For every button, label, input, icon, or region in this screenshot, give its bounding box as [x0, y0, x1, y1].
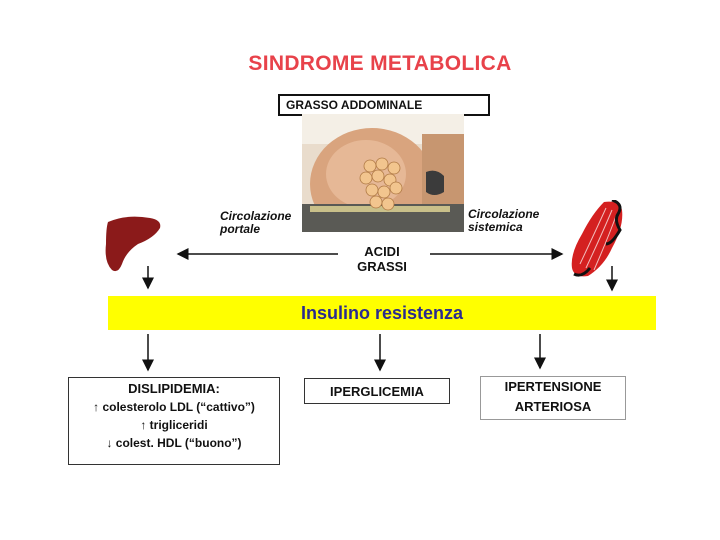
up-arrow-icon: ↑ [93, 400, 100, 414]
fatty-acids-line2: GRASSI [357, 259, 407, 274]
ipertensione-line2: ARTERIOSA [514, 399, 592, 414]
insulin-resistance-band: Insulino resistenza [108, 296, 656, 330]
muscle-icon [571, 200, 623, 277]
dislipidemia-item-ldl: ↑ colesterolo LDL (“cattivo”) [69, 398, 279, 416]
ldl-text: colesterolo LDL (“cattivo”) [102, 400, 255, 414]
ipertensione-box: IPERTENSIONE ARTERIOSA [480, 376, 626, 420]
fatty-acids-label: ACIDI GRASSI [340, 244, 424, 274]
abdomen-photo [302, 114, 464, 232]
fatty-acids-line1: ACIDI [364, 244, 400, 259]
dislipidemia-item-trigliceridi: ↑ trigliceridi [69, 416, 279, 434]
portal-circulation-line2: portale [220, 222, 261, 236]
systemic-circulation-line2: sistemica [468, 220, 523, 234]
portal-circulation-label: Circolazione portale [220, 210, 291, 236]
systemic-circulation-line1: Circolazione [468, 207, 540, 221]
portal-circulation-line1: Circolazione [220, 209, 292, 223]
iperglicemia-box: IPERGLICEMIA [304, 378, 450, 404]
dislipidemia-heading: DISLIPIDEMIA: [128, 381, 220, 396]
dislipidemia-item-hdl: ↓ colest. HDL (“buono”) [69, 434, 279, 452]
systemic-circulation-label: Circolazione sistemica [468, 208, 539, 234]
iperglicemia-text: IPERGLICEMIA [330, 383, 424, 399]
ipertensione-line1: IPERTENSIONE [504, 379, 602, 394]
hdl-text: colest. HDL (“buono”) [115, 436, 242, 450]
insulin-resistance-text: Insulino resistenza [300, 302, 464, 323]
trigliceridi-text: trigliceridi [149, 418, 208, 432]
liver-icon [105, 216, 161, 272]
diagram-title: SINDROME METABOLICA [248, 52, 512, 75]
up-arrow-icon: ↑ [140, 418, 147, 432]
down-arrow-icon: ↓ [106, 436, 113, 450]
dislipidemia-box: DISLIPIDEMIA: ↑ colesterolo LDL (“cattiv… [68, 377, 280, 465]
